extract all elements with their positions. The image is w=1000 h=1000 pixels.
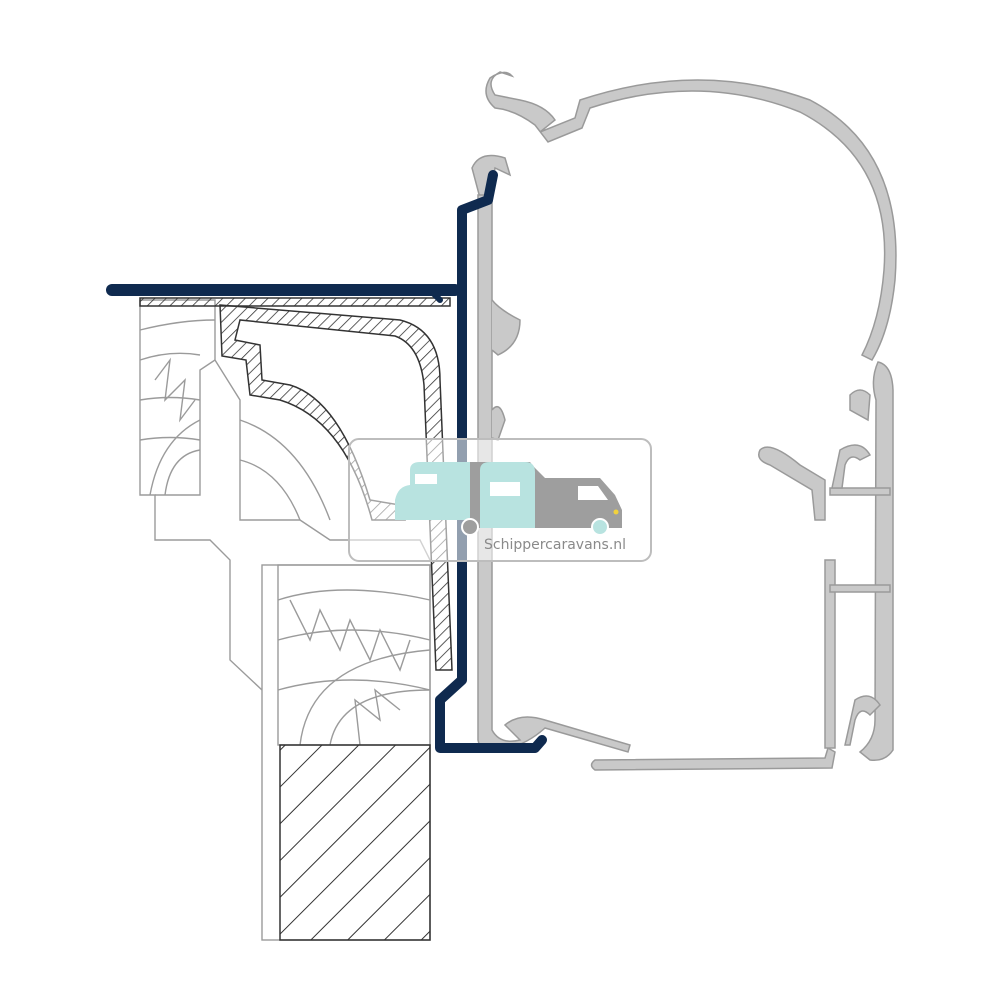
- caravan-logo-icon: [395, 462, 622, 536]
- vehicle-wall-structure: [139, 299, 431, 941]
- awning-rail-profile: [471, 71, 897, 771]
- adapter-profile: [106, 170, 547, 753]
- watermark: Schippercaravans.nl: [348, 438, 652, 562]
- watermark-text: Schippercaravans.nl: [484, 537, 626, 553]
- hatched-sections: [139, 297, 453, 941]
